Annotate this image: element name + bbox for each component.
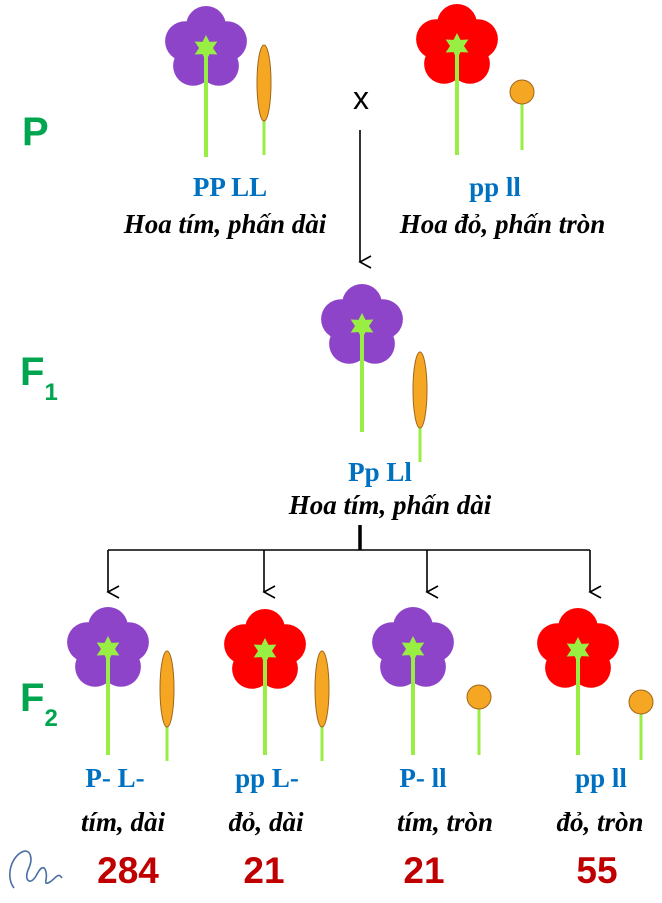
parent-2-phenotype: Hoa đỏ, phấn tròn (399, 209, 606, 239)
f1-pollen-long-icon (412, 351, 428, 429)
parent-2-genotype: pp ll (469, 172, 521, 202)
parent-1-pollen-long-icon (256, 44, 272, 122)
f2-1-star-icon (96, 636, 120, 662)
generation-label-f2: F2 (20, 676, 58, 732)
generation-label-f1-base: F (20, 350, 45, 394)
parent-1-phenotype: Hoa tím, phấn dài (123, 209, 327, 239)
f2-4-phenotype: đỏ, tròn (556, 807, 644, 837)
parent-2-pollen-round-icon (509, 79, 535, 105)
f2-1-pollen-long-icon (159, 650, 175, 728)
generation-label-f2-base: F (20, 676, 45, 720)
f2-2-count: 21 (243, 850, 285, 891)
f1-phenotype: Hoa tím, phấn dài (288, 490, 492, 520)
f1-star-icon (350, 313, 374, 339)
generation-label-p: P (22, 110, 49, 154)
generation-label-f1: F1 (20, 350, 58, 406)
parent-2-star-icon (445, 33, 469, 59)
f2-1-phenotype: tím, dài (80, 807, 165, 837)
f2-1-count: 284 (97, 850, 159, 891)
f2-3-star-icon (401, 636, 425, 662)
f2-4-pollen-round-icon (628, 689, 654, 715)
f2-2-star-icon (253, 638, 277, 664)
f2-4-genotype: pp ll (575, 763, 627, 793)
f2-2-genotype: pp L- (235, 763, 299, 793)
parent-1-star-icon (194, 35, 218, 61)
f2-4-star-icon (566, 637, 590, 663)
f1-genotype: Pp Ll (348, 457, 412, 487)
generation-label-f1-sub: 1 (44, 379, 58, 406)
f2-3-count: 21 (403, 850, 445, 891)
generation-label-f2-sub: 2 (44, 705, 58, 732)
signature-scribble (9, 850, 63, 889)
f2-3-pollen-round-icon (466, 684, 492, 710)
f2-1-genotype: P- L- (85, 763, 145, 793)
f2-2-pollen-long-icon (314, 650, 330, 728)
f2-3-phenotype: tím, tròn (396, 807, 494, 837)
f2-4-count: 55 (576, 850, 618, 891)
cross-symbol: x (353, 80, 369, 116)
f2-3-genotype: P- ll (399, 763, 447, 793)
parent-1-genotype: PP LL (192, 172, 268, 202)
f2-2-phenotype: đỏ, dài (228, 807, 304, 837)
